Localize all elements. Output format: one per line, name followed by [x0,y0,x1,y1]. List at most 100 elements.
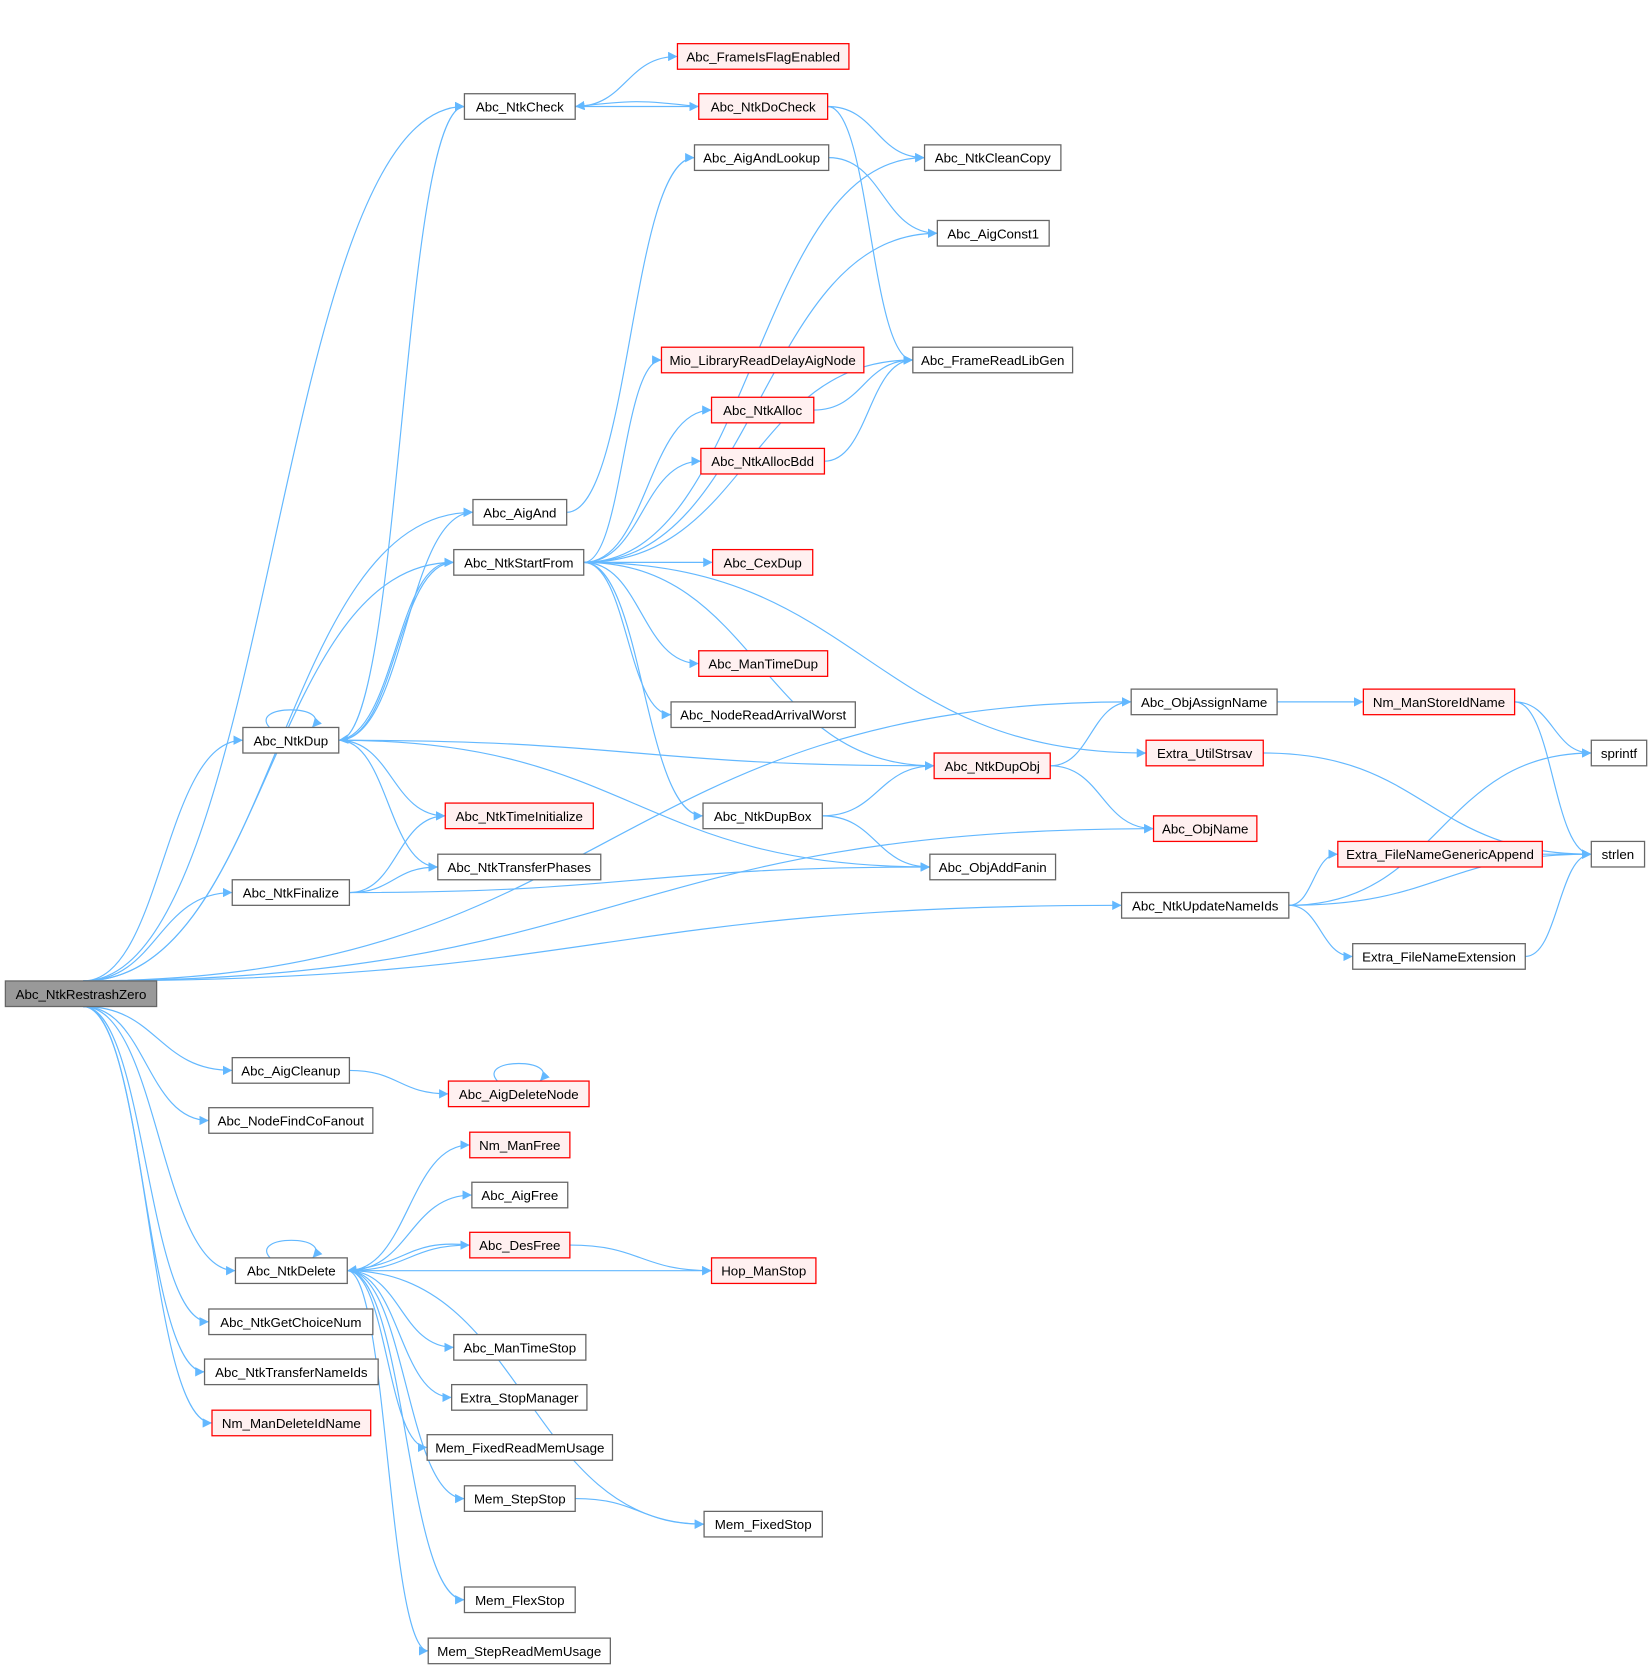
node-box[interactable] [437,853,602,881]
node-box[interactable] [698,93,829,120]
node-box[interactable] [234,1257,348,1285]
node-objName[interactable]: Abc_ObjName [1152,815,1258,843]
node-memFixedStop[interactable]: Mem_FixedStop [703,1510,823,1538]
node-box[interactable] [710,1257,817,1285]
node-ntkTransferPhases[interactable]: Abc_NtkTransferPhases [437,853,602,881]
node-ntkCheck[interactable]: Abc_NtkCheck [463,93,576,120]
node-box[interactable] [936,219,1050,247]
node-nmManStoreIdName[interactable]: Nm_ManStoreIdName [1362,688,1516,716]
node-box[interactable] [693,144,830,172]
node-frameReadLibGen[interactable]: Abc_FrameReadLibGen [912,346,1074,374]
node-box[interactable] [1152,815,1258,843]
node-box[interactable] [1590,739,1648,767]
node-box[interactable] [208,1308,374,1336]
node-box[interactable] [451,1383,588,1411]
node-nmManFree[interactable]: Nm_ManFree [469,1131,571,1159]
node-box[interactable] [4,980,158,1008]
node-box[interactable] [231,1056,351,1084]
node-box[interactable] [1120,891,1290,919]
node-box[interactable] [660,346,865,374]
node-box[interactable] [211,1409,372,1437]
node-hopManStop[interactable]: Hop_ManStop [710,1257,817,1285]
node-box[interactable] [912,346,1074,374]
node-box[interactable] [463,1485,576,1513]
node-box[interactable] [711,548,814,576]
node-ntkDelete[interactable]: Abc_NtkDelete [234,1257,348,1285]
node-memStepReadMemUsage[interactable]: Mem_StepReadMemUsage [427,1637,611,1665]
node-ntkAllocBdd[interactable]: Abc_NtkAllocBdd [700,447,826,475]
node-box[interactable] [203,1358,379,1386]
node-sprintf[interactable]: sprintf [1590,739,1648,767]
node-box[interactable] [453,1333,587,1361]
node-memStepStop[interactable]: Mem_StepStop [463,1485,576,1513]
node-objAddFanin[interactable]: Abc_ObjAddFanin [929,853,1057,881]
node-utilStrsav[interactable]: Extra_UtilStrsav [1145,739,1264,767]
node-objAssignName[interactable]: Abc_ObjAssignName [1130,688,1278,716]
node-manTimeStop[interactable]: Abc_ManTimeStop [453,1333,587,1361]
node-box[interactable] [242,726,340,754]
node-box[interactable] [447,1080,590,1108]
node-box[interactable] [702,802,823,830]
node-box[interactable] [463,93,576,120]
node-nodeFindCoFanout[interactable]: Abc_NodeFindCoFanout [208,1107,374,1134]
node-box[interactable] [698,650,829,677]
node-box[interactable] [471,1181,569,1209]
node-box[interactable] [208,1107,374,1134]
node-ntkUpdateNameIds[interactable]: Abc_NtkUpdateNameIds [1120,891,1290,919]
node-aigConst1[interactable]: Abc_AigConst1 [936,219,1050,247]
node-ntkDup[interactable]: Abc_NtkDup [242,726,340,754]
node-fileNameExtension[interactable]: Extra_FileNameExtension [1352,943,1526,970]
node-ntkTransferNameIds[interactable]: Abc_NtkTransferNameIds [203,1358,379,1386]
node-box[interactable] [1590,840,1646,868]
node-aigAnd[interactable]: Abc_AigAnd [472,498,568,526]
node-box[interactable] [929,853,1057,881]
node-box[interactable] [710,396,815,424]
node-aigCleanup[interactable]: Abc_AigCleanup [231,1056,351,1084]
node-manTimeDup[interactable]: Abc_ManTimeDup [698,650,829,677]
node-box[interactable] [1362,688,1516,716]
node-box[interactable] [1337,840,1543,868]
node-aigAndLookup[interactable]: Abc_AigAndLookup [693,144,830,172]
node-ntkStartFrom[interactable]: Abc_NtkStartFrom [453,548,585,576]
node-mio[interactable]: Mio_LibraryReadDelayAigNode [660,346,865,374]
node-box[interactable] [463,1586,576,1614]
node-ntkDoCheck[interactable]: Abc_NtkDoCheck [698,93,829,120]
node-ntkDupBox[interactable]: Abc_NtkDupBox [702,802,823,830]
node-ntkFinalize[interactable]: Abc_NtkFinalize [231,879,351,906]
node-box[interactable] [670,701,856,729]
node-strlen[interactable]: strlen [1590,840,1646,868]
node-box[interactable] [469,1131,571,1159]
node-ntkGetChoiceNum[interactable]: Abc_NtkGetChoiceNum [208,1308,374,1336]
node-cexDup[interactable]: Abc_CexDup [711,548,814,576]
node-box[interactable] [703,1510,823,1538]
node-memFixedReadMemUsage[interactable]: Mem_FixedReadMemUsage [426,1434,614,1461]
node-fileNameGenericAppend[interactable]: Extra_FileNameGenericAppend [1337,840,1543,868]
node-box[interactable] [231,879,351,906]
node-box[interactable] [1352,943,1526,970]
node-box[interactable] [700,447,826,475]
node-ntkCleanCopy[interactable]: Abc_NtkCleanCopy [923,144,1062,172]
node-desFree[interactable]: Abc_DesFree [469,1231,571,1259]
node-aigFree[interactable]: Abc_AigFree [471,1181,569,1209]
node-ntkTimeInitialize[interactable]: Abc_NtkTimeInitialize [444,802,594,830]
node-box[interactable] [426,1434,614,1461]
node-box[interactable] [472,498,568,526]
node-extraStopManager[interactable]: Extra_StopManager [451,1383,588,1411]
node-box[interactable] [933,752,1051,780]
node-box[interactable] [676,43,850,70]
node-memFlexStop[interactable]: Mem_FlexStop [463,1586,576,1614]
node-nodeReadArrivalWorst[interactable]: Abc_NodeReadArrivalWorst [670,701,856,729]
node-box[interactable] [453,548,585,576]
node-root[interactable]: Abc_NtkRestrashZero [4,980,158,1008]
node-ntkAlloc[interactable]: Abc_NtkAlloc [710,396,815,424]
node-nmManDeleteIdName[interactable]: Nm_ManDeleteIdName [211,1409,372,1437]
node-box[interactable] [469,1231,571,1259]
node-box[interactable] [1145,739,1264,767]
node-box[interactable] [1130,688,1278,716]
node-frameIsFlag[interactable]: Abc_FrameIsFlagEnabled [676,43,850,70]
node-aigDeleteNode[interactable]: Abc_AigDeleteNode [447,1080,590,1108]
node-ntkDupObj[interactable]: Abc_NtkDupObj [933,752,1051,780]
node-box[interactable] [923,144,1062,172]
node-box[interactable] [444,802,594,830]
node-box[interactable] [427,1637,611,1665]
